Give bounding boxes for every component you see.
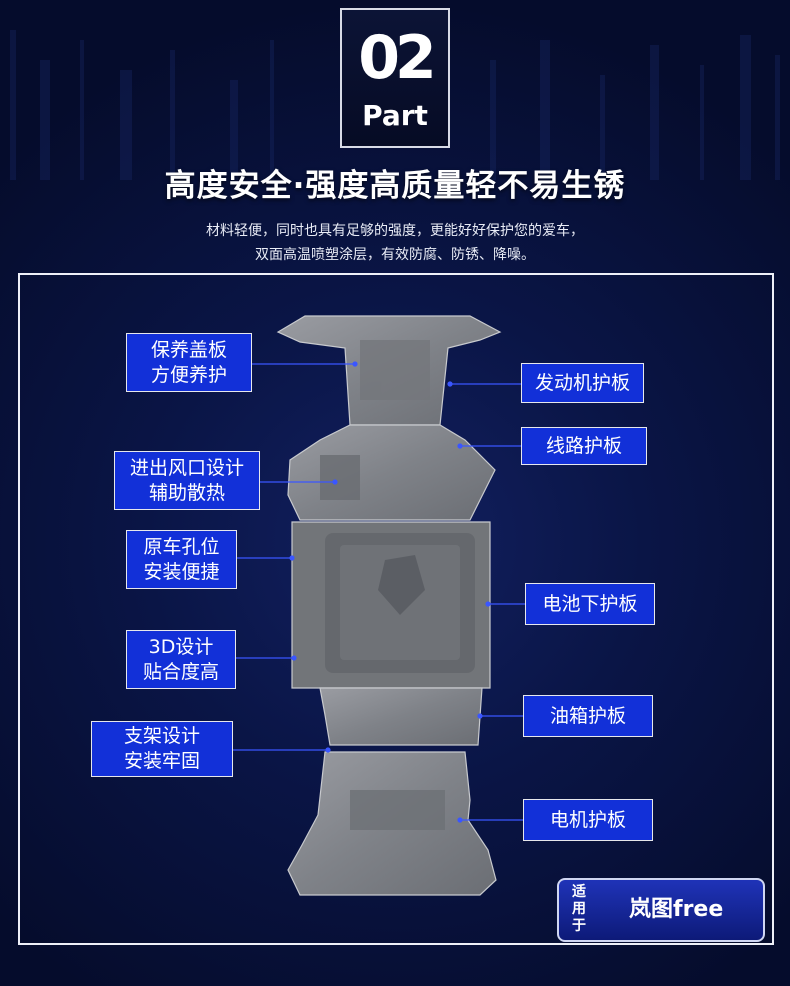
label-line: 安装牢固 <box>123 750 200 772</box>
label-engine-guard: 发动机护板 <box>522 364 643 402</box>
label-line: 支架设计 <box>123 725 200 747</box>
part-word: Part <box>362 99 428 132</box>
label-motor-guard: 电机护板 <box>524 800 652 840</box>
subtitle-line-1: 材料轻便，同时也具有足够的强度，更能好好保护您的爱车， <box>206 223 584 239</box>
label-original-holes: 原车孔位安装便捷 <box>127 531 236 588</box>
label-line: 保养盖板 <box>150 338 227 361</box>
label-air-vent-design: 进出风口设计辅助散热 <box>115 452 259 509</box>
background-streaks <box>10 30 780 180</box>
label-line: 3D设计 <box>148 635 214 658</box>
label-line: 安装便捷 <box>143 560 220 583</box>
label-wiring-guard: 线路护板 <box>522 428 646 464</box>
label-3d-design: 3D设计贴合度高 <box>127 631 235 688</box>
label-line: 方便养护 <box>150 363 227 386</box>
subtitle-line-2: 双面高温喷塑涂层，有效防腐、防锈、降噪。 <box>255 247 535 263</box>
diagram-frame <box>18 273 774 945</box>
headline: 高度安全·强度高质量轻不易生锈 <box>164 168 626 204</box>
label-line: 进出风口设计 <box>129 456 244 479</box>
label-battery-guard: 电池下护板 <box>526 584 654 624</box>
applicable-model: 岚图free <box>629 897 724 922</box>
label-line: 原车孔位 <box>143 535 220 558</box>
applicable-model-badge: 适用于 岚图free <box>557 878 765 942</box>
label-maintenance-cover: 保养盖板方便养护 <box>127 334 251 391</box>
part-number: 02 <box>358 23 437 93</box>
applicable-prefix: 适用于 <box>572 884 586 934</box>
label-fuel-tank-guard: 油箱护板 <box>524 696 652 736</box>
label-line: 贴合度高 <box>142 660 219 683</box>
label-bracket-design: 支架设计安装牢固 <box>92 722 232 776</box>
label-line: 辅助散热 <box>148 481 225 504</box>
part-badge: 02 Part <box>340 8 450 148</box>
